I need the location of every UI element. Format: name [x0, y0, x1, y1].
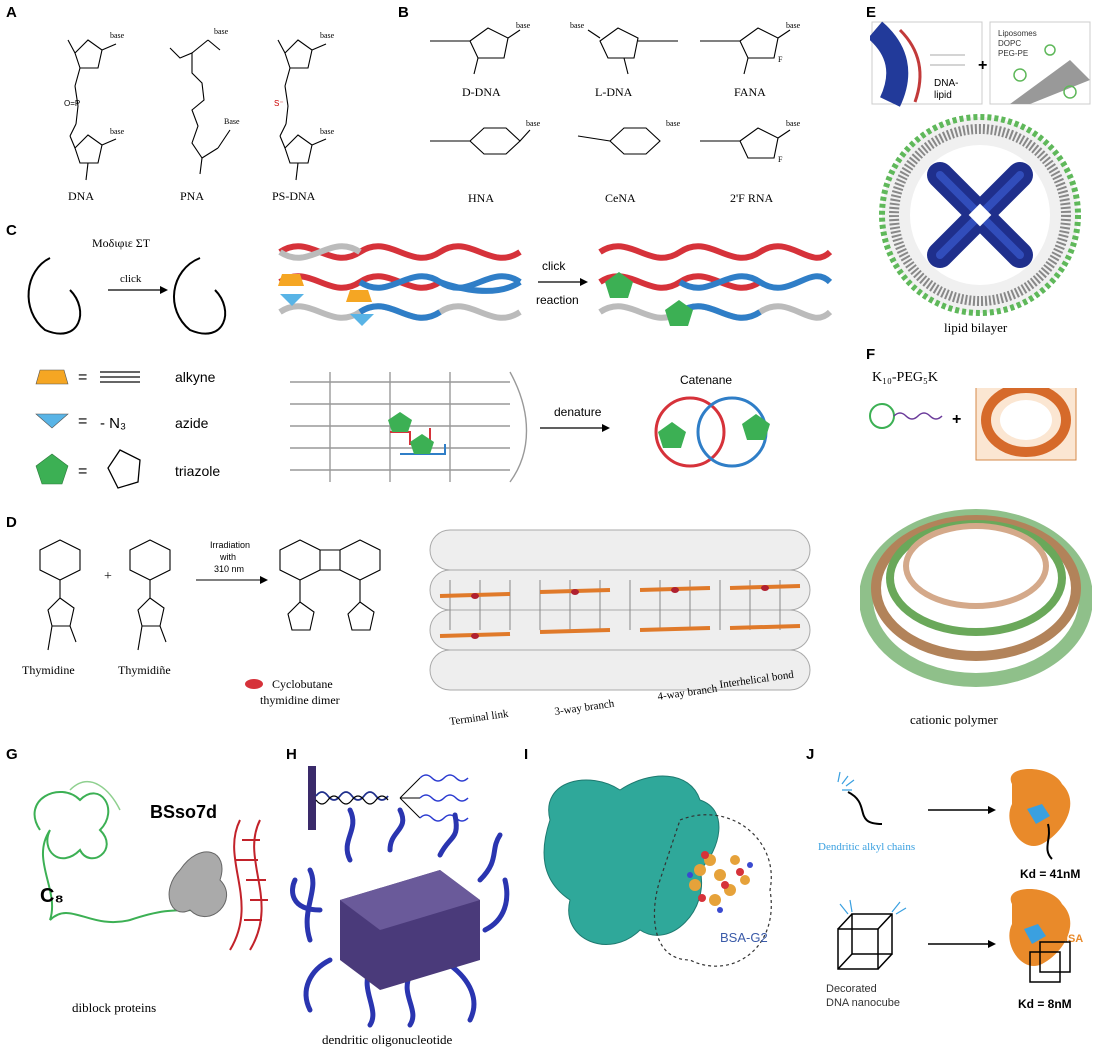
- b-label-ldna: L-DNA: [595, 85, 633, 99]
- svg-text:O=P: O=P: [64, 99, 80, 108]
- a-base-3: base: [214, 27, 229, 36]
- a-base-4: Base: [224, 117, 240, 126]
- c-arrow-click: click: [542, 259, 566, 273]
- c-denature: denature: [554, 405, 602, 419]
- c-arrow-reaction: reaction: [536, 293, 579, 307]
- panel-a-label: A: [6, 4, 17, 21]
- a-base-5: base: [320, 31, 335, 40]
- panel-d-chemistry: + Irradiation with 310 nm Thymidine Thym…: [22, 539, 381, 707]
- panel-i-protein: BSA-G2: [543, 775, 772, 967]
- b-label-fana: FANA: [734, 85, 766, 99]
- a-base-6: base: [320, 127, 335, 136]
- f-formula: K₁₀-PEG₅K: [872, 370, 938, 385]
- panel-d-bundle: Terminal link 3-way branch 4-way branch …: [429, 529, 811, 728]
- panel-b-structures: base base base base base base F F D-DNA L…: [430, 21, 801, 205]
- g-bsso: BSso7d: [150, 802, 217, 822]
- c-legend-triazole: triazole: [175, 463, 220, 479]
- c-catenane: Catenane: [680, 373, 732, 387]
- b-base-3: base: [786, 21, 801, 30]
- panel-c-origami: click reaction denature Catenane: [278, 243, 833, 483]
- d-irr-3: 310 nm: [214, 564, 244, 574]
- f-caption: cationic polymer: [910, 712, 998, 727]
- panel-c-label: C: [6, 222, 17, 239]
- panel-h-label: H: [286, 746, 297, 763]
- panel-d-label: D: [6, 514, 17, 531]
- panel-f-label: F: [866, 346, 876, 363]
- b-base-6: base: [786, 119, 801, 128]
- c-title: Μοδιφιε ΣΤ: [92, 236, 151, 250]
- e-caption: lipid bilayer: [944, 320, 1008, 335]
- svg-text:=: =: [78, 463, 87, 480]
- c-click-small: click: [120, 273, 142, 285]
- svg-text:+: +: [978, 57, 987, 74]
- b-label-hna: HNA: [468, 191, 494, 205]
- e-liposome-3: PEG-PE: [998, 49, 1028, 58]
- svg-text:S⁻: S⁻: [274, 99, 284, 108]
- panel-f-polymer: +: [860, 388, 1092, 687]
- panel-h-dendritic: [290, 766, 510, 1028]
- c-azide-formula: - N₃: [100, 415, 126, 432]
- j-kd1: Kd = 41nM: [1020, 867, 1080, 881]
- b-base-2: base: [570, 21, 585, 30]
- svg-text:=: =: [78, 369, 87, 386]
- a-base-2: base: [110, 127, 125, 136]
- b-label-2frna: 2'F RNA: [730, 191, 774, 205]
- panel-e-liposome: DNA- lipid + Liposomes DOPC PEG-PE: [870, 21, 1091, 316]
- svg-text:=: =: [78, 413, 87, 430]
- panel-g-proteins: C₈ BSso7d: [33, 781, 268, 951]
- g-caption: diblock proteins: [72, 1000, 157, 1015]
- e-dna-lipid-2: lipid: [934, 90, 952, 101]
- d-link-3way: 3-way branch: [554, 698, 616, 718]
- svg-text:F: F: [778, 155, 783, 164]
- e-dna-lipid-1: DNA-: [934, 78, 958, 89]
- d-dimer-1: Cyclobutane: [272, 677, 333, 691]
- b-base-4: base: [526, 119, 541, 128]
- j-decorated-1: Decorated: [826, 983, 877, 995]
- j-kd2: Kd = 8nM: [1018, 997, 1072, 1011]
- panel-b-label: B: [398, 4, 409, 21]
- svg-text:+: +: [104, 569, 112, 584]
- panel-g-label: G: [6, 746, 18, 763]
- c-legend-azide: azide: [175, 415, 209, 431]
- i-bsa: BSA-G2: [720, 930, 768, 945]
- panel-c-legend: click = alkyne = - N₃ azide = triazole: [27, 257, 227, 489]
- e-liposome-2: DOPC: [998, 39, 1021, 48]
- e-liposome-1: Liposomes: [998, 29, 1037, 38]
- a-base-1: base: [110, 31, 125, 40]
- d-dimer-2: thymidine dimer: [260, 693, 340, 707]
- d-thymidine-1: Thymidine: [22, 663, 75, 677]
- panel-e-label: E: [866, 4, 877, 21]
- j-dendritic: Dendritic alkyl chains: [818, 841, 915, 853]
- d-irr-1: Irradiation: [210, 540, 250, 550]
- j-decorated-2: DNA nanocube: [826, 997, 900, 1009]
- d-link-terminal: Terminal link: [449, 708, 510, 728]
- b-base-5: base: [666, 119, 681, 128]
- svg-text:F: F: [778, 55, 783, 64]
- panel-j-binding: Dendritic alkyl chains Kd = 41nM HSA Dec…: [818, 769, 1083, 1011]
- b-label-cena: CeNA: [605, 191, 636, 205]
- b-label-ddna: D-DNA: [462, 85, 501, 99]
- panel-j-label: J: [806, 746, 815, 763]
- d-irr-2: with: [219, 552, 236, 562]
- b-base-1: base: [516, 21, 531, 30]
- d-thymidine-2: Thymidiñe: [118, 663, 171, 677]
- a-label-psdna: PS-DNA: [272, 189, 316, 203]
- a-label-pna: PNA: [180, 189, 204, 203]
- svg-text:+: +: [952, 411, 961, 428]
- a-label-dna: DNA: [68, 189, 94, 203]
- panel-i-label: I: [524, 746, 529, 763]
- g-c8: C₈: [40, 885, 64, 907]
- c-legend-alkyne: alkyne: [175, 369, 216, 385]
- h-caption: dendritic oligonucleotide: [322, 1032, 453, 1047]
